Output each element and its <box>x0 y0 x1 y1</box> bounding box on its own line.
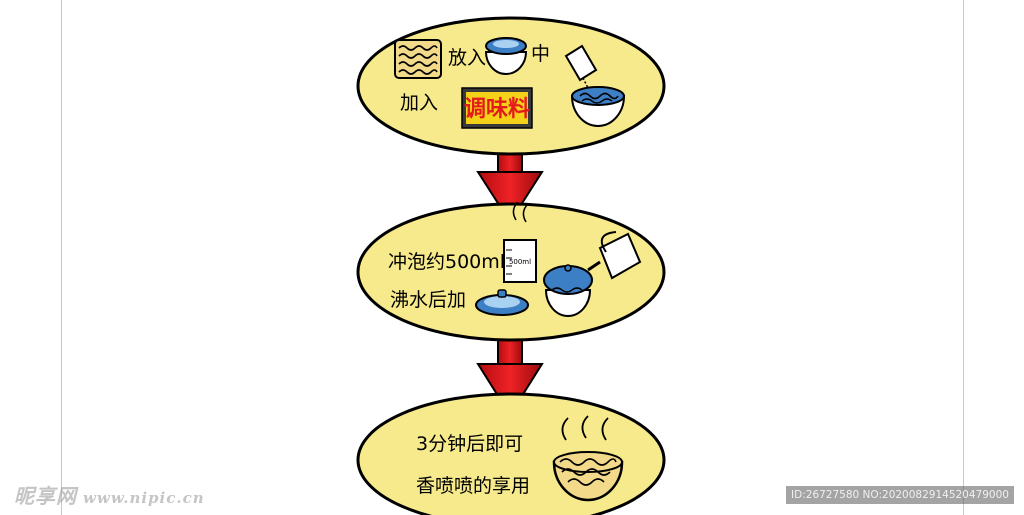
watermark-left: 昵享网 www.nipic.cn <box>14 480 205 509</box>
step3-line1-text: 3分钟后即可 <box>416 433 523 455</box>
noodle-bowl-icon <box>570 86 626 127</box>
lid-icon <box>475 289 529 316</box>
noodle-block-icon <box>394 39 442 79</box>
kettle-icon <box>587 231 642 280</box>
step2-line2-text: 沸水后加 <box>390 289 466 311</box>
right-guide-line <box>963 0 964 515</box>
step1-ellipse: 放入 中 加入 调味料 <box>356 16 666 156</box>
step3-ellipse: 3分钟后即可 香喷喷的享用 <box>356 392 666 515</box>
seasoning-label-text: 调味料 <box>464 97 530 122</box>
watermark-brand: 昵享网 <box>14 484 77 508</box>
watermark-id-bar: ID:26727580 NO:20200829145204790​00 <box>786 486 1014 504</box>
step1-in-text: 中 <box>531 43 550 65</box>
left-guide-line <box>61 0 62 515</box>
step3-line2-text: 香喷喷的享用 <box>416 475 530 497</box>
steaming-noodle-bowl-icon <box>552 415 624 502</box>
covered-bowl-icon <box>543 264 593 317</box>
watermark-url: www.nipic.cn <box>83 489 205 507</box>
bowl-icon <box>484 37 528 75</box>
measuring-cup-icon: 500ml <box>503 201 537 283</box>
step1-add-text: 加入 <box>400 92 438 114</box>
step2-line1-text: 冲泡约500ml <box>388 251 505 273</box>
step1-put-text: 放入 <box>448 47 486 69</box>
arrow-step2-to-step3 <box>476 329 544 417</box>
step2-ellipse: 冲泡约500ml 沸水后加 500ml <box>356 201 666 342</box>
cup-volume-label: 500ml <box>509 258 531 266</box>
seasoning-label-box: 调味料 <box>461 87 533 129</box>
